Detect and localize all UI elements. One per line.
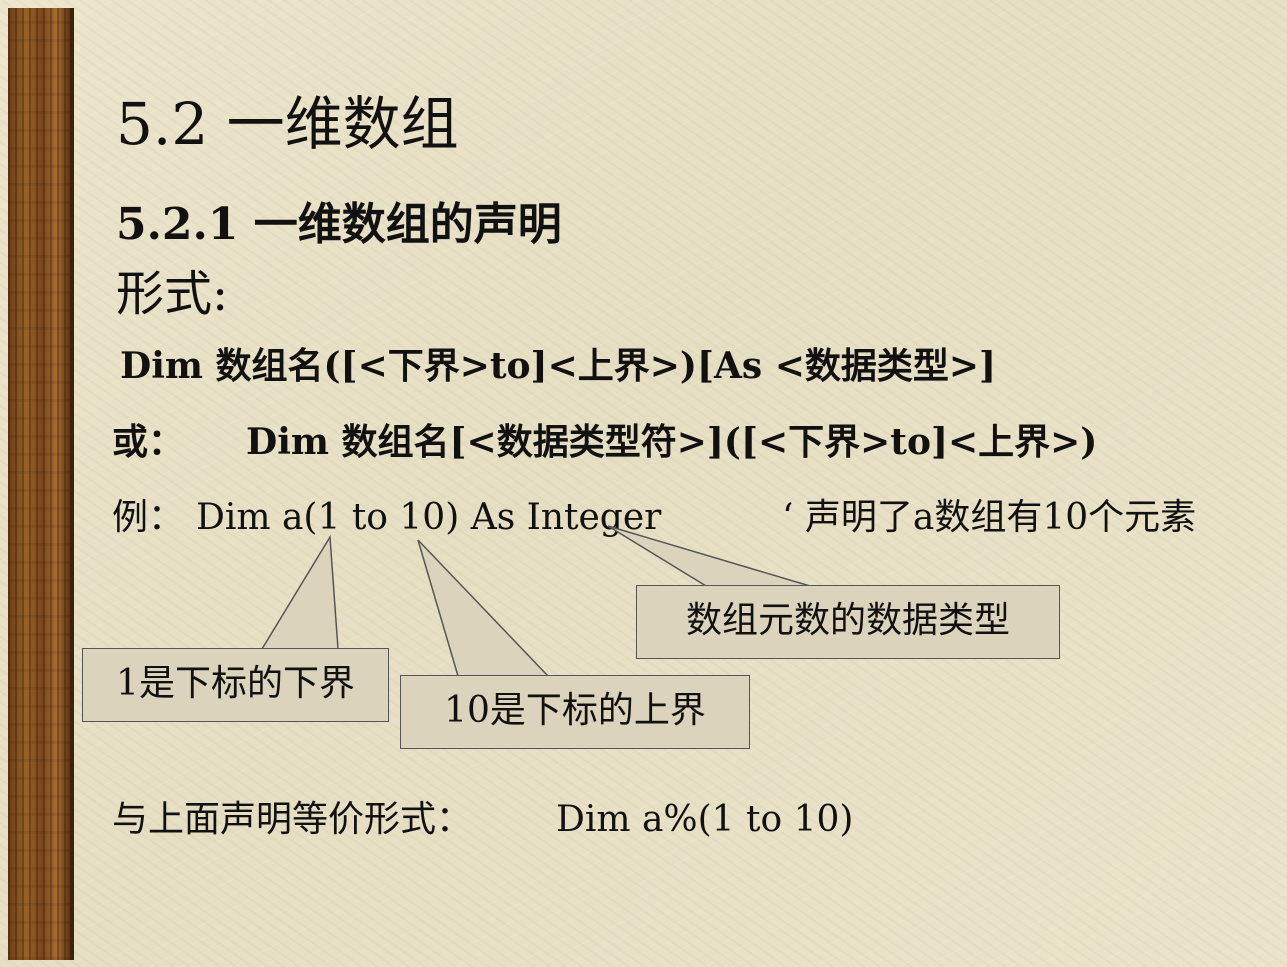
section-subtitle: 5.2.1 一维数组的声明 [116,199,562,250]
wood-bar-decoration [8,8,74,960]
callout-upper-bound: 10是下标的上界 [400,675,750,749]
example-comment: ‘ 声明了a数组有10个元素 [782,497,1197,538]
syntax-line-2: Dim 数组名[<数据类型符>]([<下界>to]<上界>) [246,421,1098,463]
equivalent-form-code: Dim a%(1 to 10) [556,799,854,840]
example-label: 例： [112,497,185,538]
callout-data-type: 数组元数的数据类型 [636,585,1060,659]
or-label: 或： [112,421,185,463]
equivalent-form-label: 与上面声明等价形式： [112,799,473,840]
slide-title: 5.2 一维数组 [116,90,459,158]
form-label: 形式: [116,266,229,322]
example-code: Dim a(1 to 10) As Integer [196,497,662,538]
syntax-line-1: Dim 数组名([<下界>to]<上界>)[As <数据类型>] [120,345,997,387]
callout-lower-bound: 1是下标的下界 [82,648,389,722]
